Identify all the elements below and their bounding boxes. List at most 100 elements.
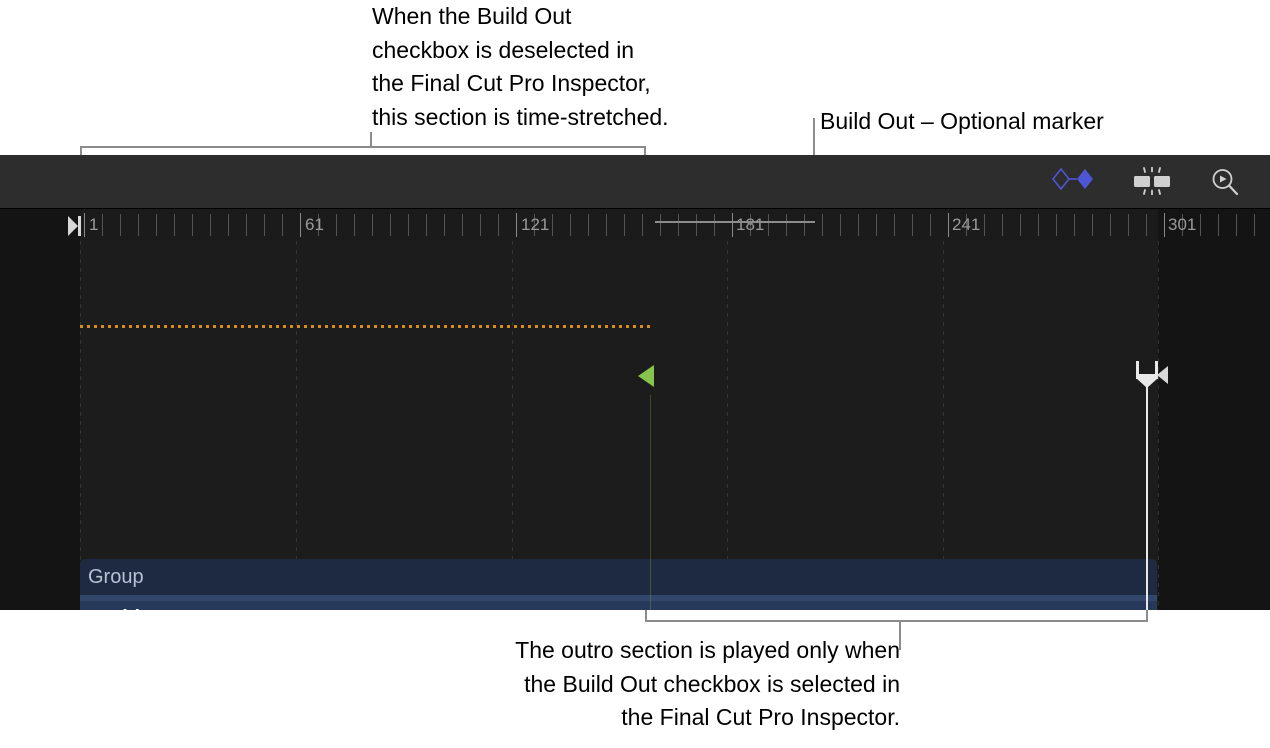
project-end-marker[interactable] (1157, 366, 1168, 384)
ruler-tick (930, 214, 931, 236)
ruler-tick (444, 214, 445, 236)
ruler-tick (984, 214, 985, 236)
annotation-build-out-deselected: When the Build Out checkbox is deselecte… (372, 3, 669, 130)
ruler-tick (570, 214, 571, 236)
ruler-tick-major (84, 213, 85, 237)
ruler-tick (462, 214, 463, 236)
project-duration-dotted-line (80, 325, 650, 328)
ruler-tick-major (948, 213, 949, 237)
annotation-outro-section: The outro section is played only when th… (515, 637, 900, 730)
top-bracket-left-tick (80, 146, 82, 156)
bottom-bracket-stem (899, 620, 901, 650)
ruler-tick (840, 214, 841, 236)
ruler-tick (966, 214, 967, 236)
gridline (512, 241, 513, 610)
ruler-tick (768, 214, 769, 236)
ruler-tick (102, 214, 103, 236)
ruler-tick (192, 214, 193, 236)
top-bracket-stem (370, 132, 372, 148)
ruler-tick (174, 214, 175, 236)
playhead-handle[interactable] (1136, 361, 1158, 388)
ruler-tick (318, 214, 319, 236)
annotation-build-out-marker: Build Out – Optional marker (820, 108, 1104, 134)
tracks-inactive-left (0, 241, 80, 610)
ruler-tick (1254, 214, 1255, 236)
ruler-tick (696, 214, 697, 236)
ruler-tick (390, 214, 391, 236)
ruler-tick (714, 214, 715, 236)
keyframe-icon[interactable] (1050, 167, 1094, 197)
ruler-tick (912, 214, 913, 236)
ruler-inactive-right (1158, 209, 1270, 241)
ruler-tick (408, 214, 409, 236)
ruler-tick (606, 214, 607, 236)
ruler-tick (1002, 214, 1003, 236)
gridline (943, 241, 944, 610)
ruler-tick (1092, 214, 1093, 236)
gridline (80, 241, 81, 610)
ruler-tick (750, 214, 751, 236)
ruler-tick (480, 214, 481, 236)
zoom-playhead-icon[interactable] (1210, 167, 1254, 197)
ruler-tick (786, 214, 787, 236)
ruler-tick (210, 214, 211, 236)
ruler-tick (552, 214, 553, 236)
playhead-line (1146, 387, 1148, 610)
ruler-tick-major (1164, 213, 1165, 237)
ruler-tick (876, 214, 877, 236)
ruler-tick (678, 214, 679, 236)
ruler-tick (1128, 214, 1129, 236)
gridline (727, 241, 728, 610)
ruler-tick (1074, 214, 1075, 236)
ruler-tick-major (516, 213, 517, 237)
ruler-tick (1110, 214, 1111, 236)
ruler-tick (1236, 214, 1237, 236)
top-bracket-horizontal (80, 146, 646, 148)
ruler-tick (588, 214, 589, 236)
ruler-tick (1020, 214, 1021, 236)
build-out-leader-horizontal (655, 221, 815, 223)
ruler-tick (138, 214, 139, 236)
timeline-toolbar (0, 155, 1270, 209)
build-out-marker[interactable] (638, 365, 654, 387)
ruler-tick (1146, 214, 1147, 236)
mask-icon[interactable] (1130, 166, 1174, 197)
top-bracket-right-tick (644, 146, 646, 156)
timeline-tracks: Group 2 Objects Title Text ↓ Title Backg… (0, 241, 1270, 610)
ruler-tick (246, 214, 247, 236)
project-start-marker[interactable] (68, 215, 82, 237)
build-out-marker-line (650, 395, 651, 610)
ruler-tick (498, 214, 499, 236)
ruler-inactive-left (0, 209, 80, 241)
ruler-tick (1056, 214, 1057, 236)
ruler-tick (120, 214, 121, 236)
ruler-tick-label: 241 (952, 215, 981, 234)
timeline-bar-objects-highlight (80, 595, 1157, 601)
ruler-tick-label: 121 (521, 215, 550, 234)
tracks-inactive-right (1158, 241, 1270, 610)
ruler-tick-label: 1 (89, 215, 99, 234)
ruler-tick (894, 214, 895, 236)
ruler-tick-major (300, 213, 301, 237)
ruler-tick (1182, 214, 1183, 236)
ruler-tick (426, 214, 427, 236)
ruler-tick-label: 181 (736, 215, 765, 234)
ruler-tick (336, 214, 337, 236)
ruler-tick (534, 214, 535, 236)
ruler-tick (642, 214, 643, 236)
ruler-tick (804, 214, 805, 236)
ruler-tick (660, 214, 661, 236)
ruler-tick (1038, 214, 1039, 236)
timeline-bar-group[interactable]: Group (80, 559, 1157, 595)
layer-label: Group (88, 565, 144, 588)
ruler-tick (1218, 214, 1219, 236)
gridline (296, 241, 297, 610)
bottom-bracket-right-tick (1146, 610, 1148, 622)
bottom-bracket-left-tick (645, 610, 647, 622)
gridline (1158, 241, 1159, 610)
ruler-tick (228, 214, 229, 236)
ruler-tick (1200, 214, 1201, 236)
ruler-tick-major (732, 213, 733, 237)
